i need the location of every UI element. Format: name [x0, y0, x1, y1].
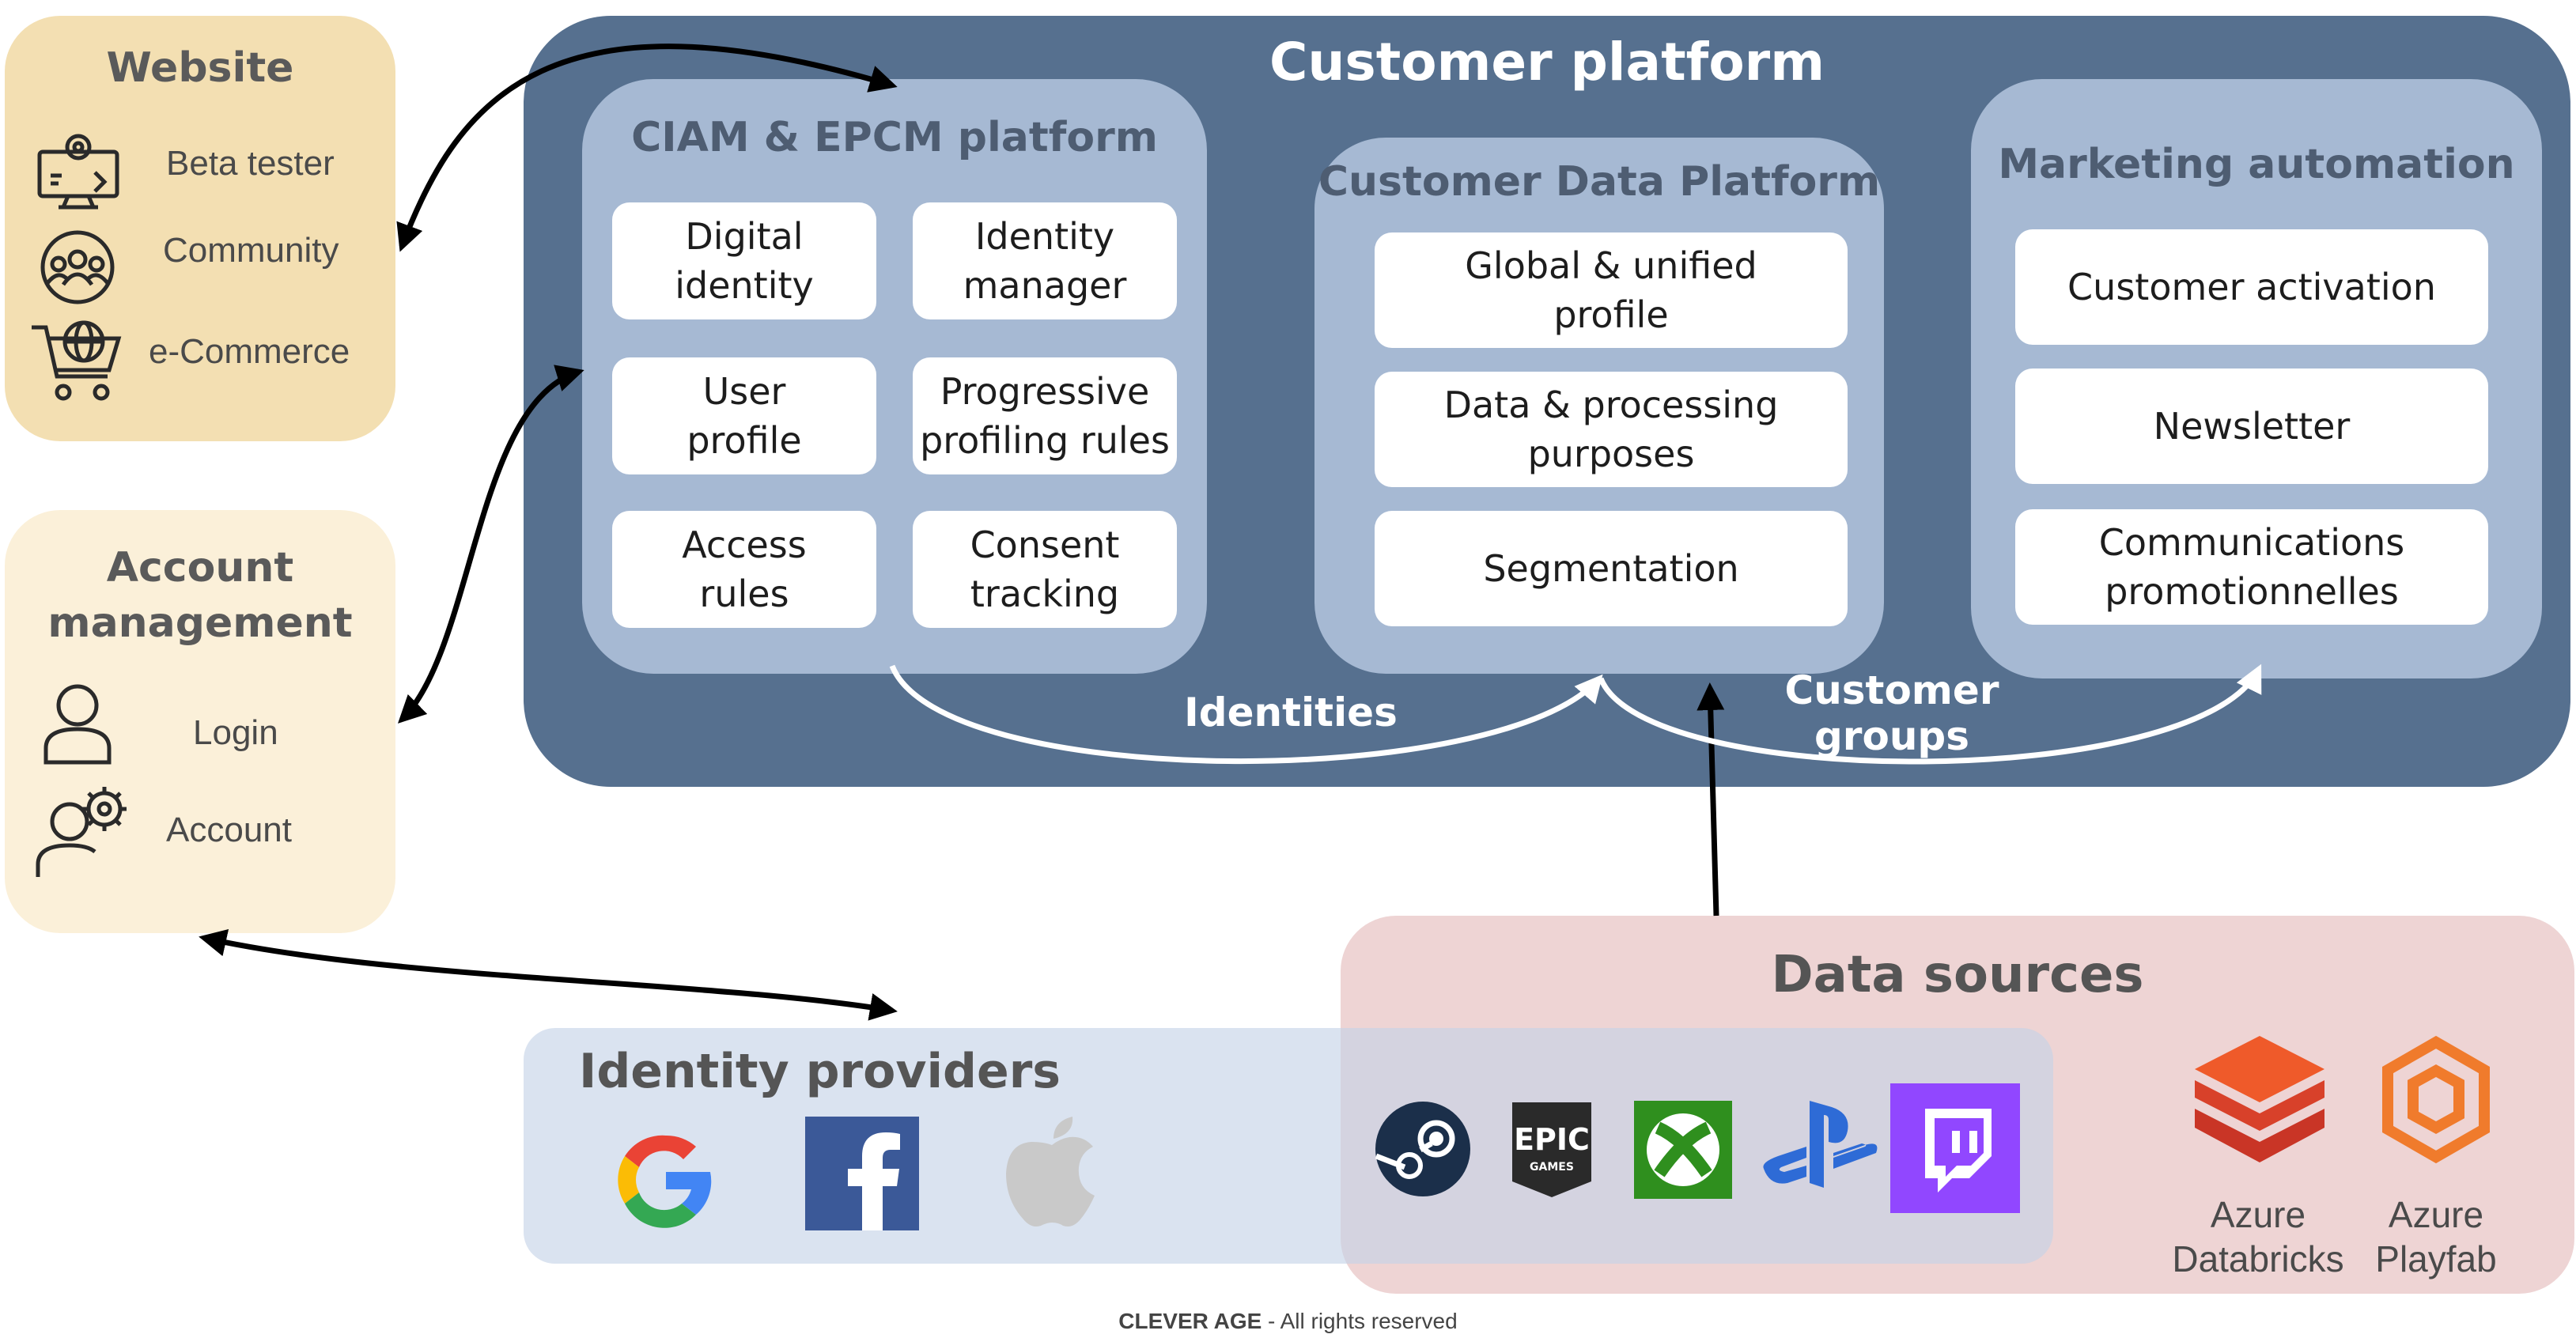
playstation-logo[interactable] — [1761, 1096, 1879, 1194]
arrow-customer-groups-flow — [1598, 663, 2262, 765]
shopping-cart-globe-icon — [28, 318, 123, 408]
account-item-login[interactable]: Login — [193, 713, 278, 752]
azure-playfab-icon — [2377, 1034, 2495, 1169]
user-gear-icon — [33, 779, 136, 885]
footer-brand: CLEVER AGE — [1118, 1309, 1262, 1333]
account-management-title: Account management — [47, 544, 353, 647]
card-global-unified-profile[interactable]: Global & unified profile — [1375, 232, 1848, 348]
flow-label-customer-groups: Customer groups — [1784, 667, 1999, 759]
footer: CLEVER AGE - All rights reserved — [0, 1309, 2576, 1334]
marketing-automation-panel: Marketing automation Customer activation… — [1971, 79, 2542, 678]
identity-providers-title: Identity providers — [579, 1044, 1061, 1099]
account-item-account[interactable]: Account — [166, 811, 292, 849]
customer-platform-title: Customer platform — [1269, 32, 1825, 93]
facebook-logo[interactable] — [805, 1117, 919, 1230]
customer-platform-panel: Customer platform CIAM & EPCM platform D… — [524, 16, 2570, 787]
azure-databricks-icon — [2188, 1033, 2331, 1175]
card-newsletter[interactable]: Newsletter — [2015, 369, 2488, 484]
arrow-website-ciam — [396, 43, 898, 252]
card-user-profile[interactable]: User profile — [612, 357, 876, 474]
data-sources-title: Data sources — [1771, 946, 2144, 1004]
arrow-identities-flow — [889, 664, 1603, 765]
card-progressive-profiling-rules[interactable]: Progressive profiling rules — [913, 357, 1177, 474]
epic-games-text: EPIC — [1514, 1122, 1590, 1157]
card-access-rules[interactable]: Access rules — [612, 511, 876, 628]
google-logo[interactable] — [612, 1124, 720, 1238]
epic-games-subtext: GAMES — [1530, 1161, 1574, 1174]
card-identity-manager[interactable]: Identity manager — [913, 202, 1177, 319]
website-item-community[interactable]: Community — [163, 231, 339, 270]
steam-logo[interactable] — [1375, 1101, 1471, 1200]
flow-label-identities: Identities — [1184, 690, 1398, 735]
azure-playfab-label: Azure Playfab — [2375, 1194, 2497, 1279]
identity-providers-panel: Identity providers — [524, 1028, 2053, 1264]
community-icon — [38, 228, 117, 310]
monitor-gear-icon — [35, 125, 122, 215]
user-icon — [40, 680, 115, 770]
card-data-processing-purposes[interactable]: Data & processing purposes — [1375, 372, 1848, 487]
website-panel: Website Beta tester Community e-Commerce — [5, 16, 395, 441]
xbox-logo[interactable] — [1634, 1101, 1732, 1199]
website-item-beta-tester[interactable]: Beta tester — [166, 144, 335, 183]
arrow-account-ciam — [398, 365, 584, 724]
card-consent-tracking[interactable]: Consent tracking — [913, 511, 1177, 628]
arrow-data-sources-cdp — [1697, 682, 1725, 917]
twitch-logo[interactable] — [1890, 1083, 2020, 1213]
card-customer-activation[interactable]: Customer activation — [2015, 229, 2488, 345]
footer-rights: - All rights reserved — [1262, 1309, 1458, 1333]
customer-data-platform-title: Customer Data Platform — [1318, 158, 1881, 206]
customer-data-platform-panel: Customer Data Platform Global & unified … — [1314, 138, 1884, 674]
website-item-ecommerce[interactable]: e-Commerce — [149, 332, 350, 371]
epic-games-logo[interactable]: EPIC GAMES — [1507, 1098, 1596, 1204]
card-communications-promotionnelles[interactable]: Communications promotionnelles — [2015, 509, 2488, 625]
arrow-account-identity-providers — [199, 929, 898, 1021]
marketing-automation-title: Marketing automation — [1998, 141, 2515, 188]
website-title: Website — [106, 44, 294, 92]
apple-logo[interactable] — [1000, 1113, 1103, 1235]
azure-databricks-label: Azure Databricks — [2172, 1194, 2344, 1279]
card-segmentation[interactable]: Segmentation — [1375, 511, 1848, 626]
account-management-panel: Account management Login Account — [5, 510, 395, 933]
